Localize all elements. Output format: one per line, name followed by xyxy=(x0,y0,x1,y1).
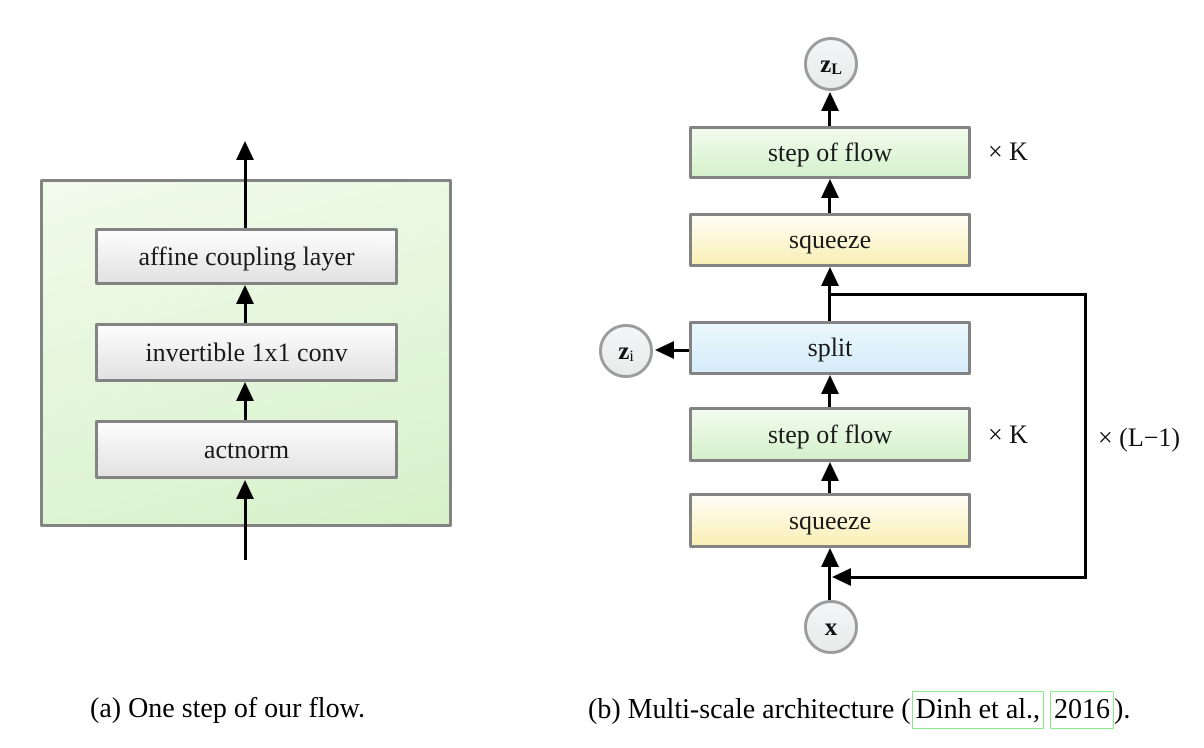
arrow-to-zL-head-icon xyxy=(821,92,839,111)
caption-b-prefix: (b) Multi-scale architecture ( xyxy=(588,694,911,725)
x-label: x xyxy=(824,613,838,641)
citation-author-link[interactable]: Dinh et al., xyxy=(911,691,1045,729)
citation-year-link[interactable]: 2016 xyxy=(1050,691,1115,729)
arrow-squeeze-to-step-top-line xyxy=(828,196,831,213)
squeeze-top-box: squeeze xyxy=(689,213,971,267)
arrow-step-to-split-head-icon xyxy=(821,375,839,394)
times-l-minus-1-label: × (L−1) xyxy=(1098,423,1181,452)
left-arrow-actnorm-to-conv-head-icon xyxy=(236,382,254,401)
caption-b: (b) Multi-scale architecture (Dinh et al… xyxy=(588,691,1130,729)
left-arrow-actnorm-to-conv-line xyxy=(244,399,247,420)
z-i-subscript: i xyxy=(629,348,634,365)
arrow-split-to-zi-line xyxy=(672,349,689,352)
step-of-flow-bottom-box: step of flow xyxy=(689,407,971,462)
arrow-step-to-split-line xyxy=(828,392,831,407)
arrow-x-to-squeeze-line xyxy=(828,565,831,600)
z-L-label: z xyxy=(820,50,832,78)
arrow-to-zL-line xyxy=(828,109,831,126)
arrow-x-to-squeeze-head-icon xyxy=(821,548,839,567)
caption-a: (a) One step of our flow. xyxy=(90,693,365,724)
z-i-label: z xyxy=(618,337,630,365)
actnorm-box: actnorm xyxy=(95,420,398,479)
recursion-branch-vertical-line xyxy=(1084,293,1087,579)
left-output-arrow-head-icon xyxy=(236,141,254,160)
left-input-arrow-head-icon xyxy=(236,480,254,499)
arrow-squeeze-to-step-top-head-icon xyxy=(821,179,839,198)
left-output-arrow-line xyxy=(244,158,247,228)
squeeze-bottom-box: squeeze xyxy=(689,493,971,548)
z-L-subscript: L xyxy=(831,61,842,78)
step-of-flow-top-box: step of flow xyxy=(689,126,971,179)
recursion-return-arrow-head-icon xyxy=(832,568,851,586)
x-node: x xyxy=(804,600,858,654)
arrow-split-to-zi-head-icon xyxy=(655,341,674,359)
arrow-squeeze-to-step-bottom-head-icon xyxy=(821,462,839,481)
invertible-1x1-conv-box: invertible 1x1 conv xyxy=(95,323,398,382)
caption-b-suffix: ). xyxy=(1114,694,1131,725)
left-arrow-conv-to-affine-line xyxy=(244,302,247,323)
split-box: split xyxy=(689,321,971,375)
arrow-split-to-squeeze-line xyxy=(828,284,831,321)
left-arrow-conv-to-affine-head-icon xyxy=(236,285,254,304)
affine-coupling-layer-box: affine coupling layer xyxy=(95,228,398,285)
arrow-split-to-squeeze-head-icon xyxy=(821,267,839,286)
times-k-top-label: × K xyxy=(988,137,1028,166)
recursion-return-line xyxy=(850,576,1087,579)
left-input-arrow-line xyxy=(244,497,247,560)
arrow-squeeze-to-step-bottom-line xyxy=(828,479,831,493)
times-k-bottom-label: × K xyxy=(988,420,1028,449)
recursion-branch-top-line xyxy=(830,293,1087,296)
